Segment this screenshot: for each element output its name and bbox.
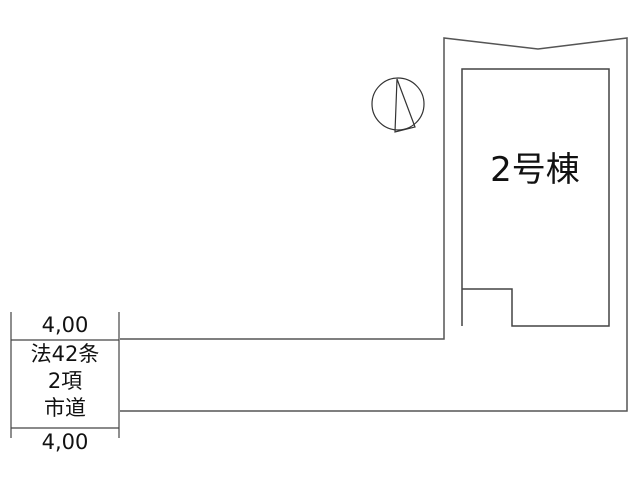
building-footprint [461, 68, 610, 327]
road-type-line1: 法42条 [30, 342, 100, 366]
lot-boundary [120, 37, 628, 412]
building-label: 2号棟 [490, 150, 580, 190]
north-arrow-icon [371, 77, 425, 133]
road-type-line2: 2項 [47, 369, 83, 393]
road-type-line3: 市道 [44, 396, 86, 420]
road-width-top: 4,00 [41, 313, 89, 337]
road-width-bottom: 4,00 [41, 430, 89, 454]
